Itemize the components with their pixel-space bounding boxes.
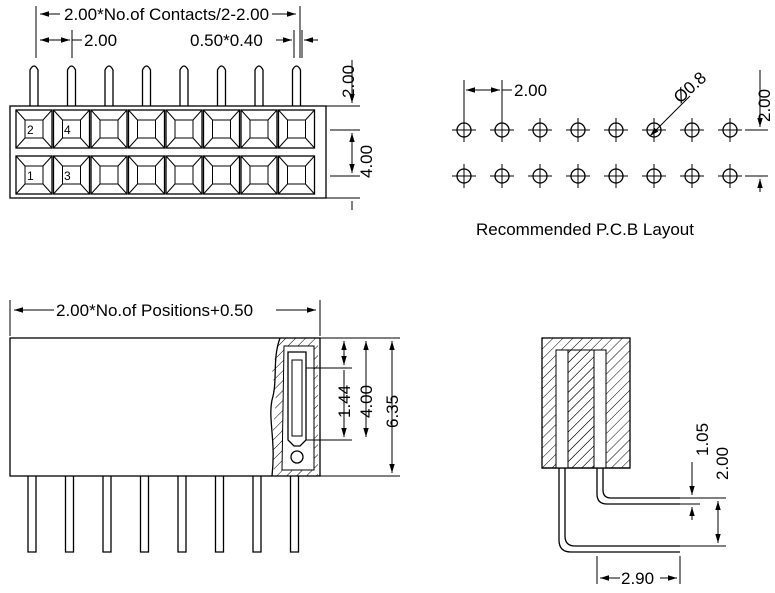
pcb-hole [566,164,590,188]
dim-pitch: 2.00 [84,31,117,50]
pin-number-1: 1 [27,169,34,183]
pcb-hole [490,118,514,142]
dim-end-b: 2.00 [713,447,732,480]
contact-cell [240,155,278,195]
pcb-hole [718,164,742,188]
dim-side-c: 6.35 [383,395,402,428]
top-pin [66,65,77,106]
side-pin [289,476,300,553]
side-pin [64,476,75,553]
side-pins [27,476,300,553]
pcb-hole [528,118,552,142]
contact-cell [277,155,316,195]
contact-cell [15,155,53,195]
pin-number-4: 4 [64,123,71,137]
side-pin [102,476,112,553]
contact-cells [15,109,316,195]
pcb-hole [604,164,628,188]
pcb-hole [452,164,476,188]
pcb-holes [452,118,742,188]
side-pin [252,476,262,553]
dim-total-contacts: 2.00*No.of Contacts/2-2.00 [64,5,269,24]
dim-end-c: 2.90 [621,569,654,588]
side-housing [9,337,321,477]
top-pin [29,65,39,106]
pcb-hole [680,164,704,188]
dim-side-a: 1.44 [335,385,354,418]
contact-cell [52,155,91,195]
contact-cell [52,109,91,149]
dim-row-height: 4.00 [357,145,376,178]
pcb-hole [642,118,666,142]
top-pins [29,65,302,106]
pcb-layout: 2.00 Ø0.8 2.00 Recommended P.C.B Layout [452,68,774,239]
side-pin [27,476,37,553]
top-pin [291,65,302,106]
pin-number-3: 3 [64,169,71,183]
contact-cell [127,155,166,195]
pcb-hole [604,118,628,142]
contact-cell [277,109,316,149]
housing-outline [9,105,327,199]
top-view: 2.00*No.of Contacts/2-2.00 2.00 0.50*0.4… [9,5,376,210]
dim-side-b: 4.00 [357,385,376,418]
contact-cell [202,109,241,149]
top-pin [254,65,264,106]
contact-cell [202,155,241,195]
contact-cell [127,109,166,149]
pin-number-2: 2 [27,123,34,137]
dim-pcb-row: 2.00 [755,89,774,122]
pcb-hole [566,118,590,142]
pcb-hole [680,118,704,142]
pcb-hole [642,164,666,188]
side-view: 2.00*No.of Positions+0.50 1.44 4.00 6.35 [9,300,402,553]
pcb-hole [528,164,552,188]
dim-end-a: 1.05 [693,423,712,456]
contact-cell [165,109,203,149]
pcb-caption: Recommended P.C.B Layout [476,220,694,239]
dim-total-positions: 2.00*No.of Positions+0.50 [56,301,253,320]
side-pin [177,476,187,553]
contact-cell [165,155,203,195]
top-pin [179,65,189,106]
dim-pin-size: 0.50*0.40 [190,31,263,50]
top-pin [104,65,114,106]
top-pin [216,65,227,106]
dim-pin-length: 2.00 [339,65,358,98]
end-view: 1.05 2.00 2.90 [541,337,732,588]
dim-pcb-pitch: 2.00 [514,81,547,100]
pcb-hole [452,118,476,142]
pcb-hole [490,164,514,188]
side-pin [139,476,150,553]
side-pin [214,476,225,553]
contact-cell [15,109,53,149]
contact-cell [240,109,278,149]
contact-cell [90,155,128,195]
contact-cell [90,109,128,149]
pcb-hole [718,118,742,142]
top-pin [141,65,152,106]
dim-hole-diameter: Ø0.8 [670,68,710,107]
